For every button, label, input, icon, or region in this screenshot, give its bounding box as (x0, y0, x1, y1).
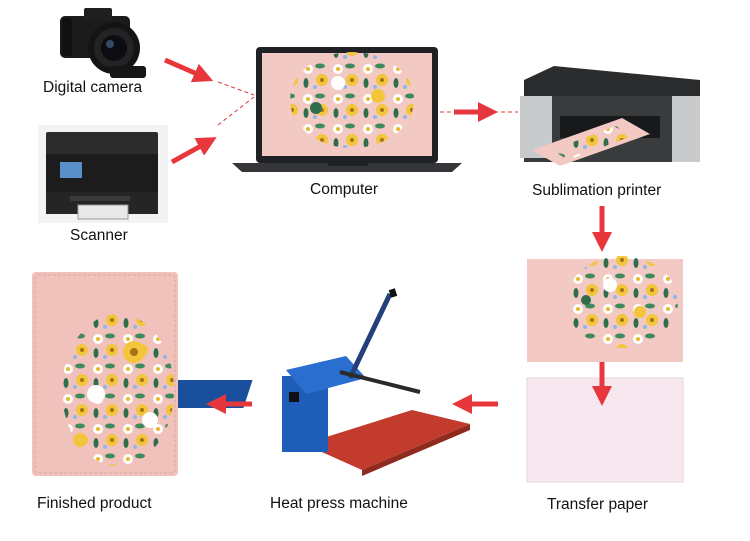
transfer-paper-image (526, 377, 684, 483)
label-sublimation-printer: Sublimation printer (532, 182, 662, 199)
arrow-camera-to-computer (164, 57, 214, 83)
finished-product-image (32, 272, 178, 476)
digital-camera-image (60, 8, 146, 78)
transfer-print-image (527, 256, 683, 362)
heat-press-image (167, 288, 470, 476)
label-computer: Computer (310, 181, 379, 198)
label-digital-camera: Digital camera (43, 79, 143, 96)
label-finished-product: Finished product (37, 495, 152, 512)
label-scanner: Scanner (70, 227, 128, 244)
label-transfer-paper: Transfer paper (547, 496, 649, 513)
scanner-image (38, 125, 168, 223)
label-heat-press-machine: Heat press machine (270, 495, 408, 512)
laptop-screen-artwork (290, 52, 414, 148)
laptop-image (232, 47, 462, 172)
flow-arrows (164, 57, 612, 414)
sublimation-printer-image (520, 66, 700, 166)
arrow-scanner-to-computer (170, 137, 217, 165)
